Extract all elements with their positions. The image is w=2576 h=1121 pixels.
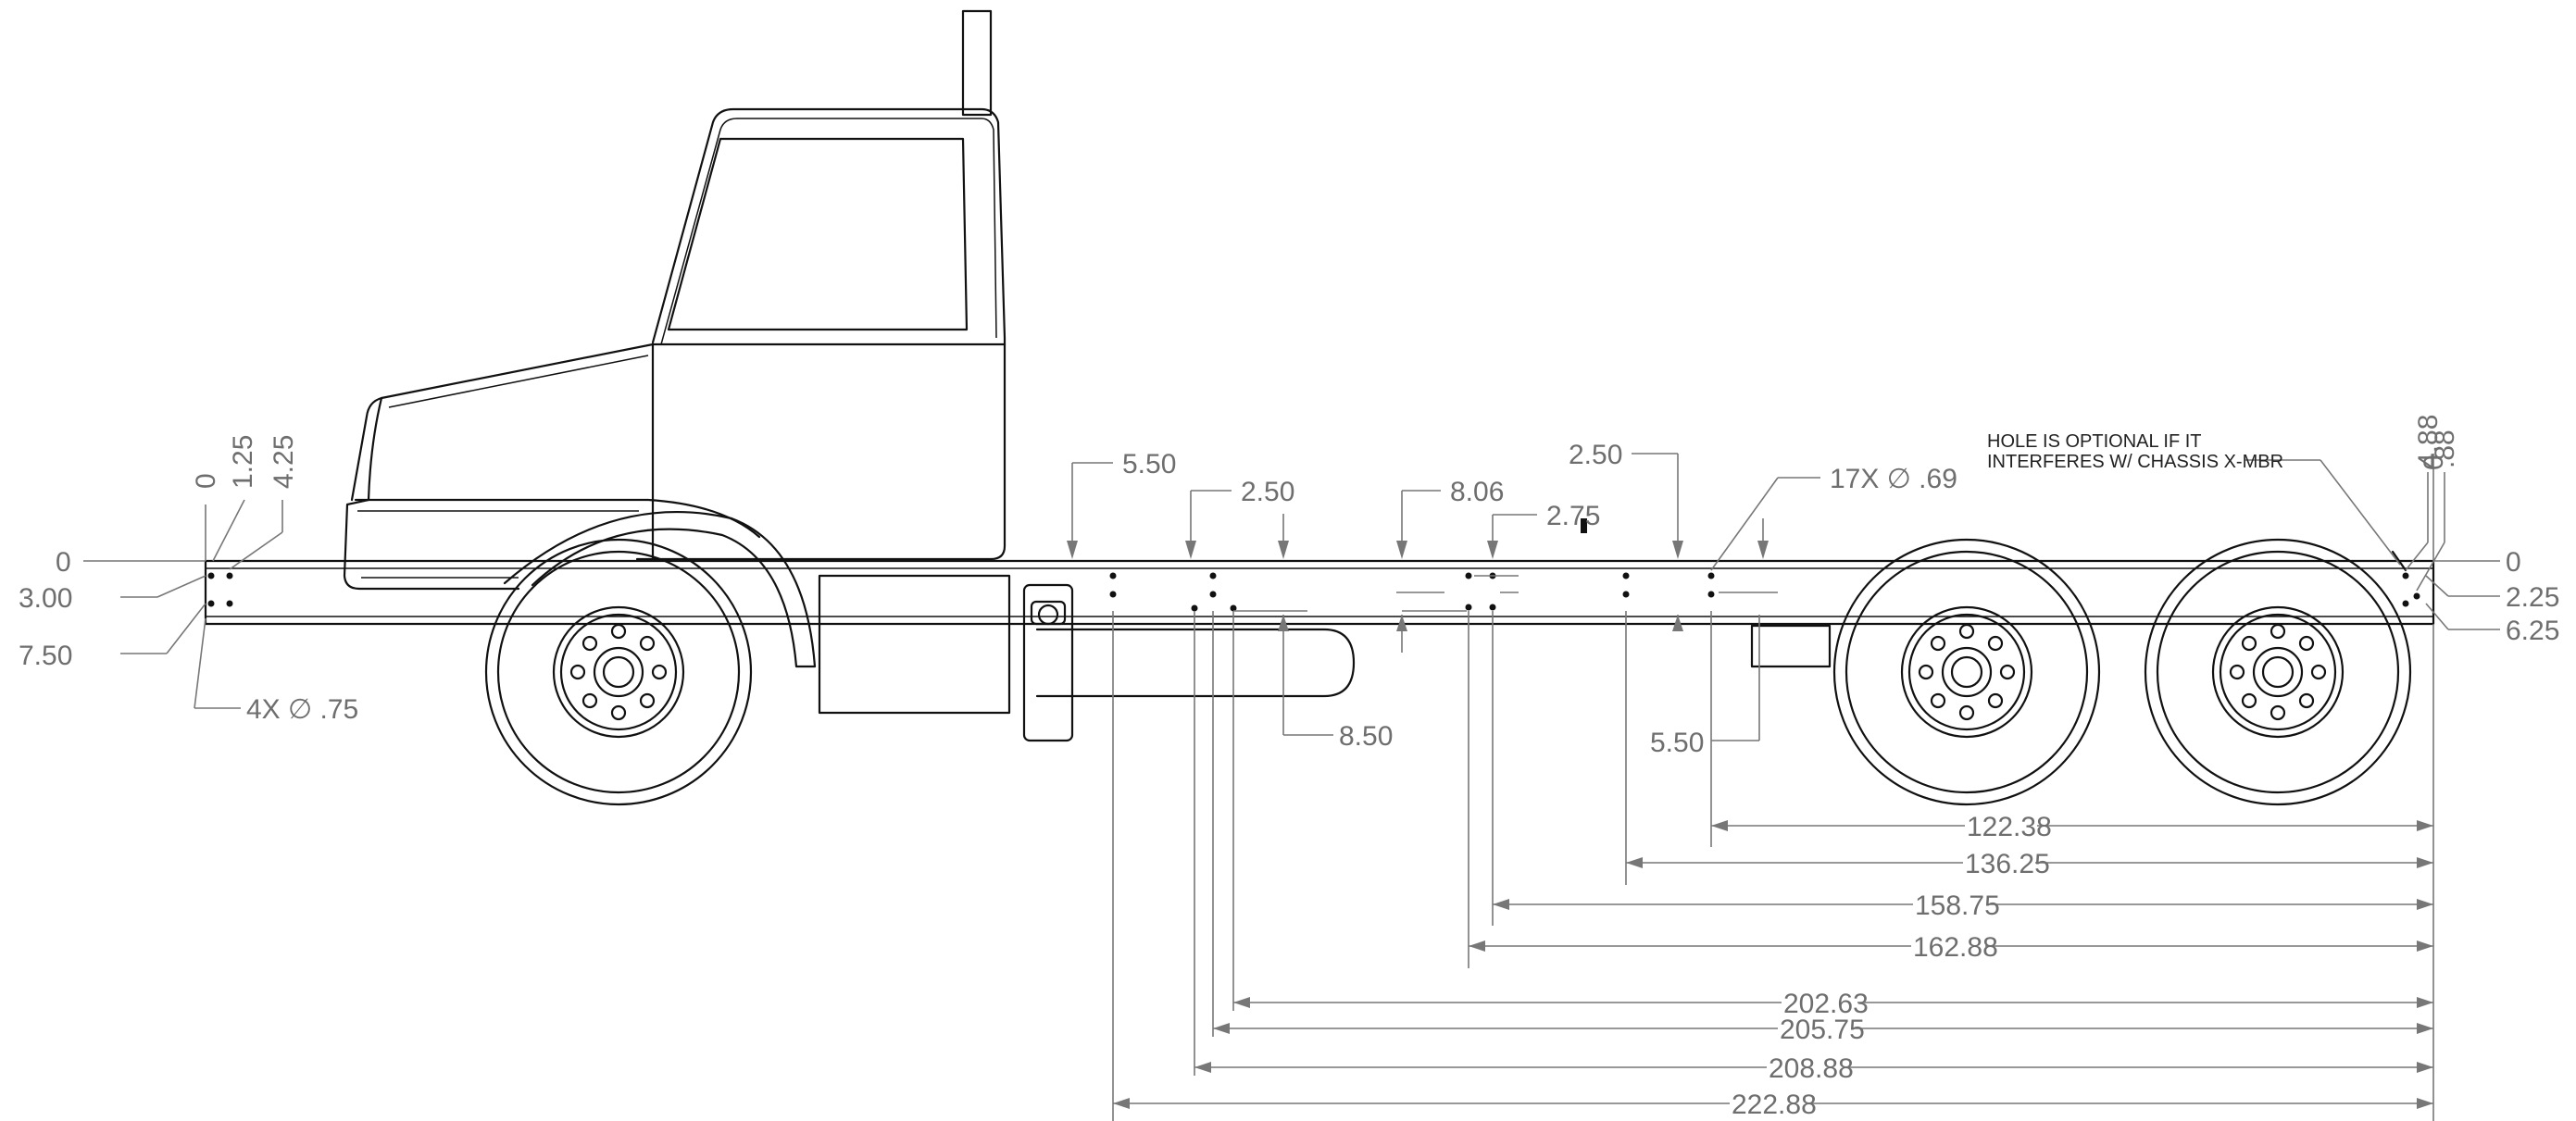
rear-vertical-88: .88 (2430, 430, 2460, 468)
front-wheel (484, 538, 753, 806)
dim-222-88: 222.88 (1732, 1090, 1817, 1120)
front-vertical-425: 4.25 (269, 435, 299, 489)
cab-outline (635, 107, 1007, 561)
frame-rail (204, 559, 2435, 626)
baseline-dimension-text: 122.38 136.25 158.75 162.88 202.63 205.7… (1730, 811, 2052, 1120)
frame-holes-callout: 17X ∅ .69 (1830, 464, 1957, 494)
frame-holes (207, 518, 2420, 612)
dim-8-06: 8.06 (1450, 477, 1504, 507)
front-vertical-0: 0 (191, 473, 221, 489)
rear-wheel-front (1832, 538, 2101, 806)
dimension-lines (83, 453, 2500, 1121)
dim-158-75: 158.75 (1915, 891, 2000, 921)
dim-205-75: 205.75 (1780, 1015, 1865, 1045)
front-horizontal-300: 3.00 (19, 583, 72, 614)
dim-5-50-lower: 5.50 (1650, 728, 1704, 758)
dim-2-75: 2.75 (1546, 501, 1600, 531)
rear-vertical-0: 0 (2419, 455, 2449, 470)
hood-outline (350, 343, 655, 502)
front-holes-callout: 4X ∅ .75 (246, 694, 358, 725)
rear-horizontal-225: 2.25 (2506, 582, 2559, 613)
cab-window (667, 137, 969, 331)
front-horizontal-750: 7.50 (19, 641, 72, 671)
dim-2-50-upper-right: 2.50 (1569, 440, 1622, 470)
dim-8-50: 8.50 (1339, 721, 1393, 752)
dim-2-50-upper-left: 2.50 (1241, 477, 1294, 507)
front-horizontal-0: 0 (56, 547, 71, 578)
front-fender (503, 510, 817, 668)
dim-5-50-upper: 5.50 (1122, 449, 1176, 480)
front-vertical-125: 1.25 (228, 435, 258, 489)
dim-162-88: 162.88 (1913, 932, 1998, 963)
dimension-text: 0 1.25 4.25 0 3.00 7.50 4X ∅ .75 5.50 2.… (19, 415, 2559, 758)
rear-vertical-488: 4.88 (2413, 415, 2444, 468)
note-line-2: INTERFERES W/ CHASSIS X-MBR (1987, 452, 2283, 472)
tank-strap (1022, 583, 1074, 742)
dim-136-25: 136.25 (1965, 849, 2050, 879)
battery-box (818, 574, 1011, 715)
dim-122-38: 122.38 (1967, 812, 2052, 842)
note-line-1: HOLE IS OPTIONAL IF IT (1987, 431, 2202, 452)
exhaust-stack (961, 9, 993, 117)
rear-bracket (1750, 624, 1832, 668)
rear-horizontal-625: 6.25 (2506, 616, 2559, 646)
rear-wheel-back (2144, 538, 2412, 806)
dim-208-88: 208.88 (1769, 1053, 1854, 1084)
fuel-tank (1035, 628, 1356, 698)
truck-outline (204, 9, 2435, 806)
rear-horizontal-0: 0 (2506, 547, 2521, 578)
